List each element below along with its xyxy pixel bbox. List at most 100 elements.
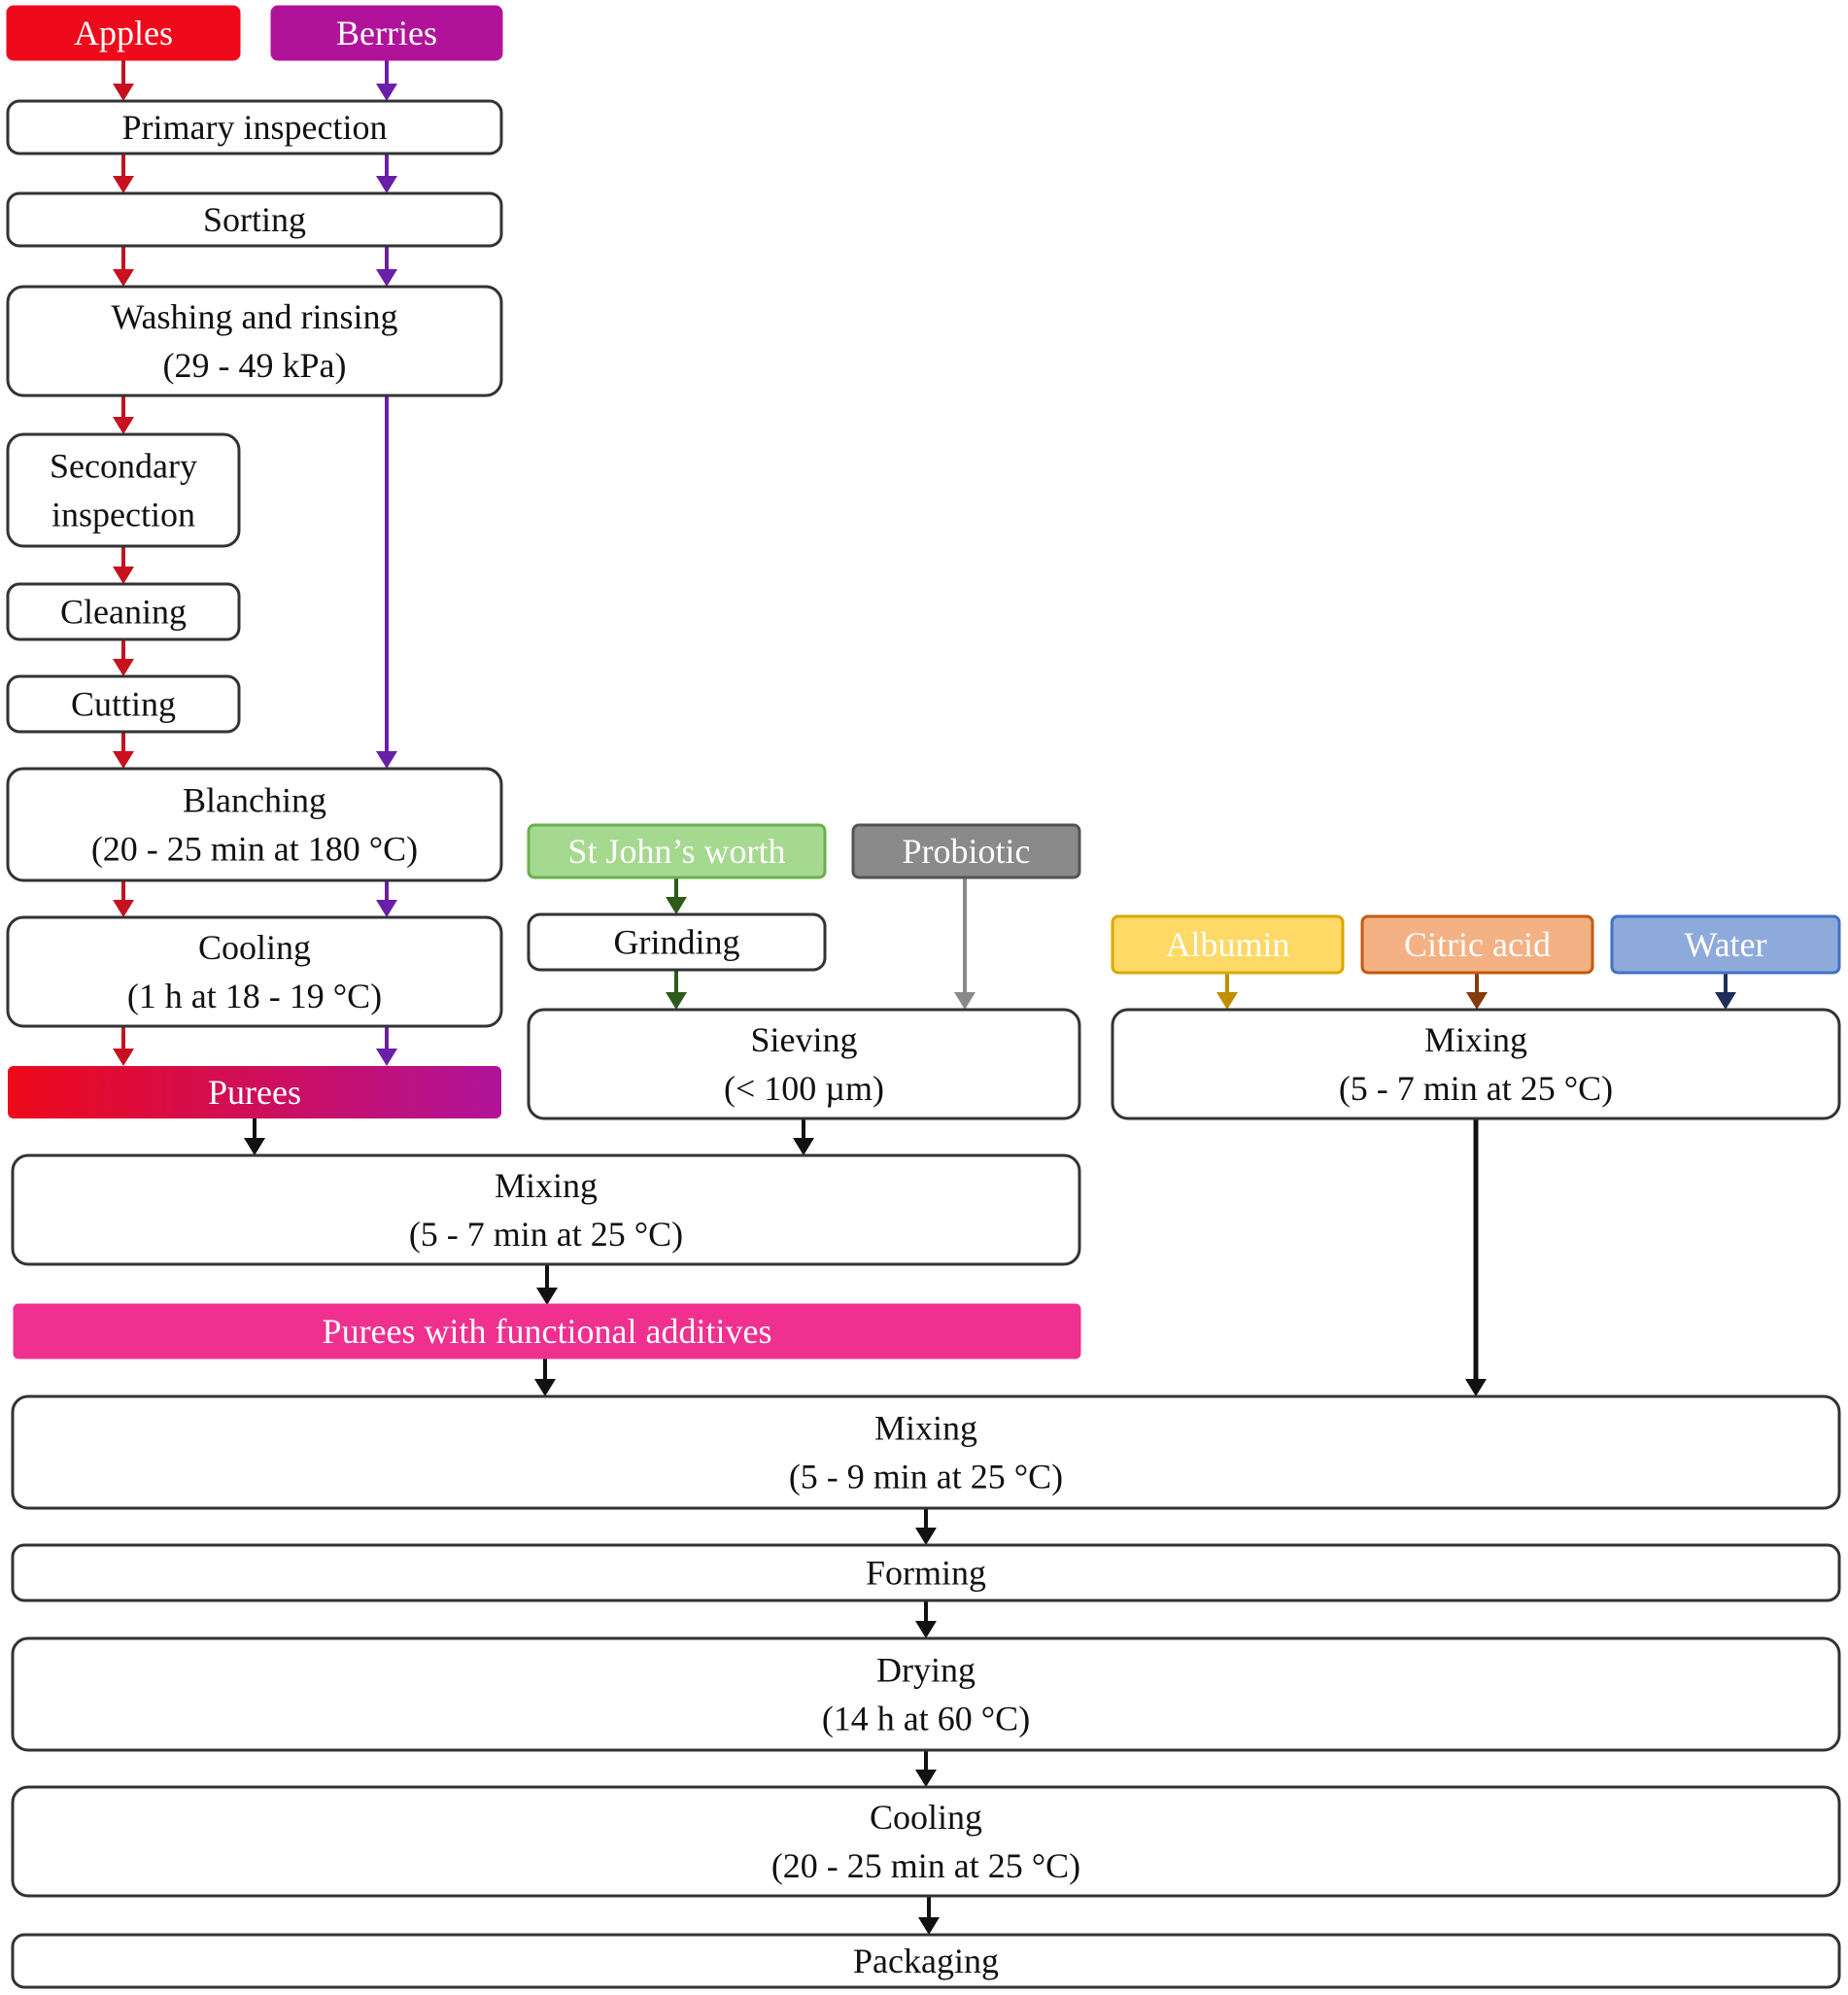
node-blanching: Blanching (20 - 25 min at 180 °C): [6, 767, 503, 882]
node-box: [6, 285, 503, 397]
node-cooling2: Cooling (20 - 25 min at 25 °C): [11, 1785, 1841, 1898]
arrow-apples-to-primary: [113, 59, 134, 101]
arrow-mixing-to-purees-functional: [536, 1264, 558, 1305]
node-probiotic: Probiotic: [851, 823, 1081, 879]
arrow-purees-to-mixing: [244, 1118, 265, 1155]
arrow-cutting-to-blanching: [113, 732, 134, 769]
node-primary-inspection: Primary inspection: [6, 99, 503, 155]
node-drying: Drying (14 h at 60 °C): [11, 1636, 1841, 1752]
node-cleaning: Cleaning: [6, 582, 241, 641]
node-sorting: Sorting: [6, 191, 503, 248]
node-washing: Washing and rinsing (29 - 49 kPa): [6, 285, 503, 397]
node-label-line: Probiotic: [903, 832, 1031, 871]
node-label-line: Cooling: [870, 1798, 982, 1837]
arrow-washing-to-secondary: [113, 396, 134, 434]
node-forming: Forming: [11, 1543, 1841, 1602]
arrow-blanching-to-cooling-apples: [113, 880, 134, 917]
node-label-line: Blanching: [183, 781, 326, 820]
arrow-cooling-to-purees-apples: [113, 1026, 134, 1066]
node-label-line: Water: [1684, 925, 1766, 964]
node-box: [11, 1785, 1841, 1898]
arrow-albumin-to-mixing: [1216, 973, 1238, 1010]
node-secondary-inspection: Secondary inspection: [6, 432, 241, 548]
arrow-mixing-right-to-mixing-main: [1465, 1118, 1487, 1396]
node-box: [11, 1394, 1841, 1510]
node-label-line: (20 - 25 min at 25 °C): [771, 1846, 1080, 1885]
arrow-water-to-mixing: [1715, 973, 1736, 1010]
node-box: [11, 1636, 1841, 1752]
node-sieving: Sieving (< 100 µm): [527, 1008, 1081, 1120]
node-box: [13, 1303, 1081, 1359]
node-label-line: Sorting: [203, 200, 306, 239]
node-label-line: (5 - 7 min at 25 °C): [1339, 1069, 1613, 1108]
arrow-blanching-to-cooling-berries: [376, 880, 397, 917]
node-label-line: Secondary: [50, 447, 197, 486]
node-box: [851, 823, 1081, 879]
node-cooling1: Cooling(1 h at 18 - 19 °C): [6, 915, 503, 1028]
node-label-line: Packaging: [853, 1942, 999, 1980]
node-purees: Purees: [8, 1066, 501, 1118]
node-label-line: Mixing: [1424, 1020, 1527, 1059]
node-water: Water: [1610, 914, 1841, 975]
arrow-primary-to-sorting-berries: [376, 154, 397, 193]
node-label-line: Forming: [866, 1554, 986, 1593]
node-label-line: Purees with functional additives: [323, 1312, 772, 1351]
node-purees-functional: Purees with functional additives: [13, 1303, 1081, 1359]
node-label-line: Citric acid: [1404, 925, 1551, 964]
arrow-probiotic-to-sieving: [954, 877, 975, 1010]
node-label-line: (29 - 49 kPa): [163, 346, 347, 385]
arrow-cleaning-to-cutting: [113, 639, 134, 676]
node-label-line: Berries: [336, 14, 437, 52]
arrow-cooling-to-purees-berries: [376, 1026, 397, 1066]
arrow-secondary-to-cleaning: [113, 546, 134, 584]
node-label-line: (< 100 µm): [724, 1069, 884, 1108]
node-label-line: Mixing: [495, 1166, 598, 1205]
node-label-line: Washing and rinsing: [111, 297, 397, 336]
node-box: [1360, 914, 1594, 975]
arrow-forming-to-drying: [915, 1600, 937, 1638]
arrow-cooling-to-packaging: [918, 1896, 940, 1935]
node-apples: Apples: [6, 5, 241, 61]
node-mixing-right: Mixing (5 - 7 min at 25 °C): [1111, 1008, 1841, 1120]
node-label-line: Primary inspection: [122, 108, 388, 147]
node-box: [527, 823, 827, 879]
node-label-line: Drying: [876, 1651, 975, 1690]
node-box: [6, 915, 503, 1028]
node-box: [11, 1153, 1081, 1266]
node-citric-acid: Citric acid: [1360, 914, 1594, 975]
node-label-line: (14 h at 60 °C): [822, 1700, 1030, 1738]
node-label-line: inspection: [51, 496, 195, 534]
arrow-washing-to-blanching-berries: [376, 396, 397, 769]
node-box: [6, 99, 503, 155]
node-label-line: Albumin: [1165, 925, 1289, 964]
node-label-line: Cutting: [71, 685, 176, 724]
node-label-line: Grinding: [614, 923, 740, 962]
node-box: [11, 1933, 1841, 1989]
node-grinding: Grinding: [527, 912, 827, 972]
arrow-sorting-to-washing-berries: [376, 246, 397, 287]
node-box: [6, 191, 503, 248]
node-box: [1111, 914, 1345, 975]
arrow-berries-to-primary: [376, 59, 397, 101]
node-label-line: Sieving: [750, 1020, 857, 1059]
arrow-drying-to-cooling: [915, 1750, 937, 1787]
node-st-johns-worth: St John’s worth: [527, 823, 827, 879]
node-box: [8, 1066, 501, 1118]
node-albumin: Albumin: [1111, 914, 1345, 975]
arrow-citric-to-mixing: [1466, 973, 1488, 1010]
node-box: [6, 432, 241, 548]
node-label-line: (5 - 7 min at 25 °C): [409, 1215, 683, 1254]
node-label-line: St John’s worth: [567, 832, 785, 871]
arrow-stjohns-to-grinding: [666, 877, 687, 914]
node-box: [6, 5, 241, 61]
node-box: [270, 5, 503, 61]
node-packaging: Packaging: [11, 1933, 1841, 1989]
node-mixing-main: Mixing(5 - 9 min at 25 °C): [11, 1394, 1841, 1510]
node-mixing-mid: Mixing (5 - 7 min at 25 °C): [11, 1153, 1081, 1266]
node-label-line: (5 - 9 min at 25 °C): [789, 1458, 1063, 1496]
arrow-sorting-to-washing-apples: [113, 246, 134, 287]
node-label-line: (20 - 25 min at 180 °C): [91, 830, 418, 869]
node-cutting: Cutting: [6, 674, 241, 734]
arrow-grinding-to-sieving: [666, 970, 687, 1010]
